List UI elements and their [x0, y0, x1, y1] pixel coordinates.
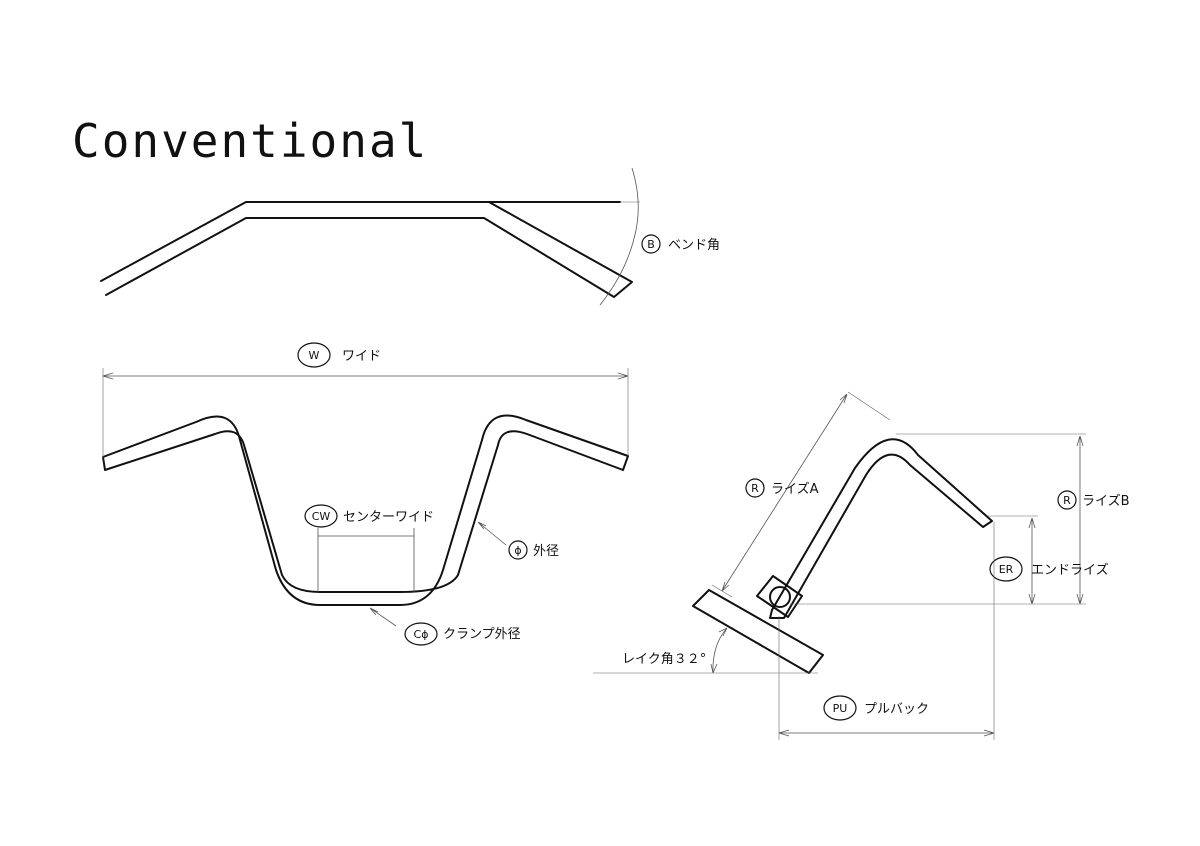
width-symbol — [297, 342, 331, 368]
rise-b-label: ライズB — [1082, 493, 1130, 509]
svg-text:R: R — [1063, 494, 1071, 507]
clamp-block — [756, 575, 803, 618]
pullback-label: プルバック — [864, 702, 929, 717]
svg-text:ϕ: ϕ — [514, 544, 521, 557]
outer-diameter-symbol — [508, 540, 528, 560]
center-width-dimension — [317, 528, 415, 592]
rake-label: レイク角３２° — [622, 652, 706, 667]
page-title: Conventional — [72, 114, 428, 168]
clamp-diameter-label: クランプ外径 — [443, 627, 521, 642]
svg-text:W: W — [309, 349, 320, 362]
center-width-callout: CW センターワイド — [304, 504, 434, 528]
riser-block — [692, 589, 824, 674]
bend-symbol — [641, 234, 661, 254]
svg-text:PU: PU — [833, 702, 848, 715]
bend-label: ベンド角 — [668, 238, 720, 253]
rise-a-symbol — [745, 478, 765, 498]
clamp-diameter-leader — [369, 607, 397, 627]
pullback-callout: PU プルバック — [823, 695, 929, 721]
bend-callout: B ベンド角 — [641, 234, 720, 254]
bend-view: B ベンド角 — [100, 167, 720, 306]
rise-a-extension-top — [847, 391, 891, 421]
bar-section — [769, 586, 791, 608]
end-rise-symbol — [989, 556, 1023, 582]
svg-text:Cϕ: Cϕ — [414, 628, 429, 641]
bar-front-outer — [102, 414, 629, 606]
end-rise-dimension-line — [1028, 517, 1036, 605]
end-rise-label: エンドライズ — [1031, 562, 1109, 578]
outer-diameter-callout: ϕ 外径 — [508, 540, 559, 560]
width-callout: W ワイド — [297, 342, 381, 368]
outer-diameter-leader — [477, 521, 507, 546]
pullback-dimension-line — [778, 729, 995, 737]
svg-text:R: R — [751, 482, 759, 495]
width-label: ワイド — [342, 349, 381, 364]
svg-text:ER: ER — [999, 563, 1014, 576]
rise-b-callout: R ライズB — [1057, 490, 1130, 510]
rise-b-symbol — [1057, 490, 1077, 510]
end-rise-callout: ER エンドライズ — [989, 556, 1109, 582]
side-view: レイク角３２° R ライズA R ライズB ER エンドライズ — [593, 391, 1130, 740]
outer-diameter-label: 外径 — [533, 544, 559, 559]
rise-a-label: ライズA — [771, 481, 819, 497]
rake-angle-arc — [710, 627, 728, 674]
center-width-label: センターワイド — [343, 510, 434, 525]
front-view: W ワイド CW センターワイド ϕ 外径 Cϕ クランプ外径 — [102, 342, 629, 646]
rise-a-dimension-line — [721, 393, 848, 592]
svg-text:B: B — [647, 238, 655, 251]
clamp-diameter-symbol — [404, 622, 438, 646]
bend-angle-arc — [599, 167, 639, 306]
bar-side-profile — [769, 438, 993, 619]
rise-a-callout: R ライズA — [745, 478, 819, 498]
width-dimension-line — [102, 372, 629, 380]
bar-top-view — [100, 201, 633, 298]
rise-b-dimension-line — [1076, 435, 1084, 605]
svg-text:CW: CW — [312, 510, 331, 523]
center-width-symbol — [304, 504, 338, 528]
pullback-symbol — [823, 695, 857, 721]
clamp-diameter-callout: Cϕ クランプ外径 — [404, 622, 521, 646]
